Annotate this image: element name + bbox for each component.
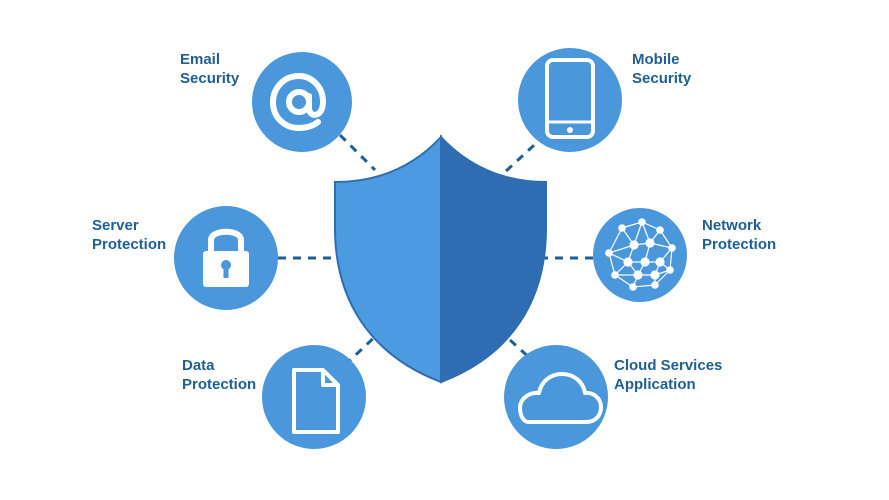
data-protection-node [262, 345, 366, 449]
label-cloud-line2: Application [614, 376, 696, 393]
connector-cloud [508, 338, 547, 374]
connectors [278, 133, 600, 374]
document-icon [292, 368, 340, 434]
label-server-line2: Protection [92, 236, 167, 253]
label-network-protection: Network Protection [702, 216, 776, 254]
cloud-icon [518, 372, 603, 424]
email-security-node [252, 52, 352, 152]
network-circle [593, 208, 687, 302]
mobile-circle [518, 48, 622, 152]
email-circle [252, 52, 352, 152]
cloud-services-node [504, 345, 608, 449]
label-network-line1: Network [702, 217, 762, 234]
label-data-protection: Data Protection [182, 356, 256, 394]
server-protection-node [174, 206, 278, 310]
label-mobile-line1: Mobile [632, 51, 680, 68]
label-cloud-line1: Cloud Services [614, 357, 723, 374]
label-network-line2: Protection [702, 236, 777, 253]
label-email-line2: Security [180, 70, 240, 87]
connector-mobile [503, 133, 547, 174]
shield-left-half [334, 134, 442, 384]
padlock-icon [203, 228, 249, 287]
label-server-line1: Server [92, 217, 139, 234]
network-globe-icon [605, 218, 676, 291]
label-cloud-services: Cloud Services Application [614, 356, 722, 394]
connector-email [338, 133, 377, 172]
label-mobile-line2: Security [632, 70, 692, 87]
network-protection-node [593, 208, 687, 302]
cloud-circle [504, 345, 608, 449]
shield-icon [334, 134, 547, 384]
mobile-security-node [518, 48, 622, 152]
label-email-line1: Email [180, 51, 221, 68]
label-data-line1: Data [182, 357, 215, 374]
label-data-line2: Protection [182, 376, 257, 393]
label-email-security: Email Security [180, 50, 239, 88]
at-sign-icon [269, 72, 327, 132]
smartphone-icon [545, 58, 595, 139]
shield-right-half [440, 134, 547, 384]
label-server-protection: Server Protection [92, 216, 166, 254]
label-mobile-security: Mobile Security [632, 50, 691, 88]
